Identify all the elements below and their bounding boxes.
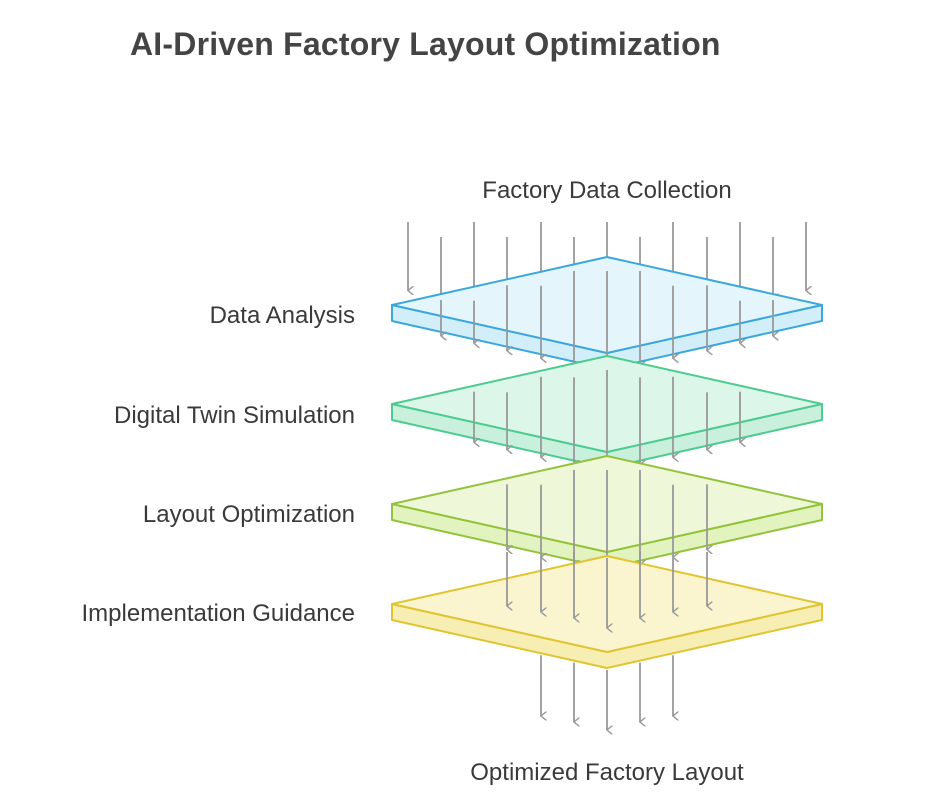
input-label: Factory Data Collection — [482, 177, 731, 204]
layer-3: Layout Optimization — [143, 455, 823, 572]
layer-4: Implementation Guidance — [82, 555, 823, 669]
layer-label: Digital Twin Simulation — [114, 402, 355, 429]
layer-1: Data Analysis — [210, 256, 823, 373]
layer-2: Digital Twin Simulation — [114, 355, 823, 472]
layer-label: Layout Optimization — [143, 501, 355, 528]
layer-label: Data Analysis — [210, 302, 355, 329]
diagram-title: AI-Driven Factory Layout Optimization — [130, 26, 721, 62]
layer-label: Implementation Guidance — [82, 600, 356, 627]
layer-arrows — [506, 470, 707, 572]
output-arrows — [540, 655, 673, 730]
last-layer-arrows — [506, 552, 707, 628]
output-label: Optimized Factory Layout — [470, 759, 744, 786]
